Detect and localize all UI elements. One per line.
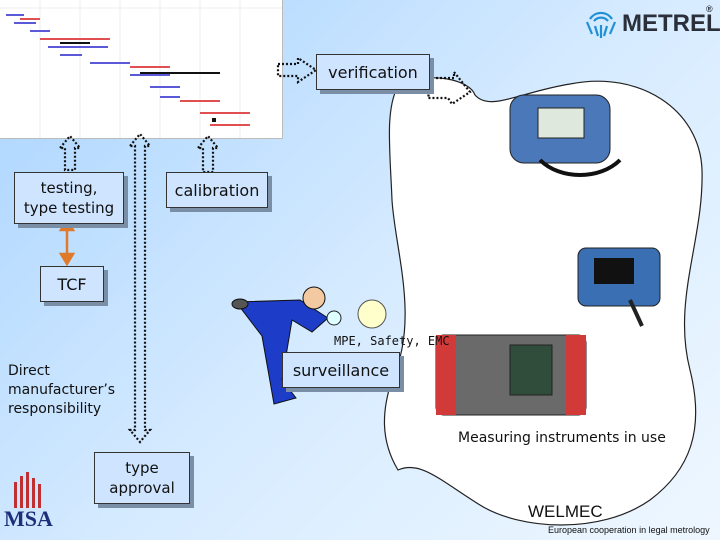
instruments-in-use-label: Measuring instruments in use — [458, 430, 666, 446]
msa-logo-icon — [14, 472, 41, 508]
logo-trademark: ® — [706, 4, 713, 14]
verification-box: verification — [316, 54, 430, 90]
arrow-calibration-vertical — [195, 134, 221, 174]
orange-arrowhead-up — [58, 217, 76, 232]
testing-box: testing, type testing — [14, 172, 124, 224]
mpe-label: MPE, Safety, EMC — [334, 334, 450, 348]
orange-arrowhead-down — [58, 252, 76, 267]
gantt-chart-thumbnail — [0, 0, 283, 139]
welmec-title: WELMEC — [528, 502, 603, 521]
arrow-testing-vertical — [57, 134, 83, 172]
instrument-1-icon — [509, 94, 622, 177]
highlight-circle — [357, 299, 387, 329]
msa-logo-text: MSA — [4, 506, 53, 531]
logo-brand: METREL — [622, 10, 720, 37]
type-approval-box: type approval — [94, 452, 190, 504]
arrow-verification-to-instruments — [426, 68, 472, 106]
instrument-2-icon — [577, 247, 661, 327]
gantt-svg — [0, 0, 282, 138]
direct-responsibility-label: Direct manufacturer’s responsibility — [8, 363, 116, 417]
arrow-type-approval-vertical — [127, 132, 153, 444]
tcf-box: TCF — [40, 266, 104, 302]
instrument-3-icon — [435, 334, 587, 416]
surveillance-box: surveillance — [282, 352, 400, 388]
arrow-gantt-to-verification — [276, 55, 318, 85]
welmec-subtitle: European cooperation in legal metrology — [548, 525, 710, 535]
calibration-box: calibration — [166, 172, 268, 208]
